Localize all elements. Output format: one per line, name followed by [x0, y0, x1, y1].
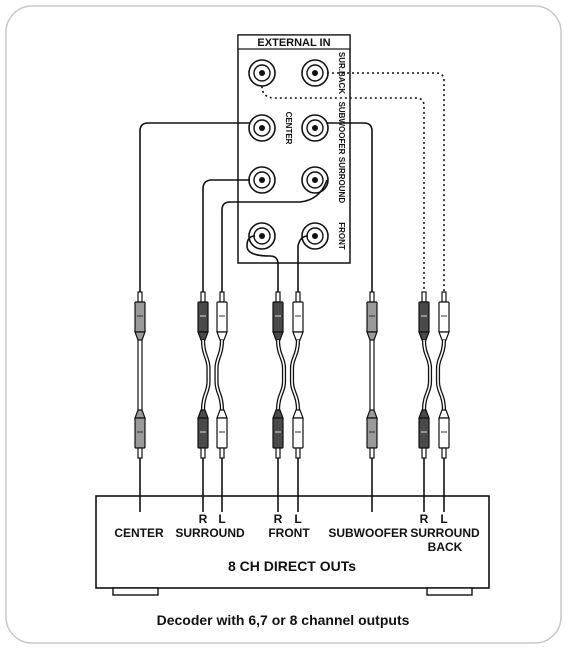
surround-cable-l-top-plug-body [216, 301, 228, 333]
jack-surback-l[interactable] [301, 59, 329, 87]
jack-front-l[interactable] [301, 222, 329, 250]
front-cable-l-bottom-plug-body [292, 417, 304, 449]
group-center-label: CENTER [114, 526, 164, 540]
decoder-foot-right [426, 587, 473, 596]
front-cable-l-cable-fill [291, 339, 299, 411]
wire-front-r [246, 235, 279, 292]
caption: Decoder with 6,7 or 8 channel outputs [157, 612, 410, 628]
front-cable-r-top-plug-body [272, 301, 284, 333]
surround-cable-r-bottom-plug-tip [200, 447, 206, 459]
surback-cable-r-cable-fill [423, 339, 431, 411]
front-cable-l-top-plug-body [292, 301, 304, 333]
center-cable-bottom-plug-tip [137, 447, 143, 459]
center-cable-top-plug-tip [137, 291, 143, 303]
surback-cable-l-top-plug-tip [441, 291, 447, 303]
surback-l-label: L [440, 512, 447, 526]
jack-surround-l[interactable] [301, 166, 329, 194]
surback-cable-r-bottom-plug-body [418, 417, 430, 449]
subwoofer-cable-bottom-plug-tip [369, 447, 375, 459]
surback-cable-l-bottom-plug-body [438, 417, 450, 449]
jack-surround-r[interactable] [248, 166, 276, 194]
surback-cable-r-top-plug-tip [421, 291, 427, 303]
wire-surback-r [261, 85, 425, 292]
label-surround: SURROUND [337, 157, 346, 203]
group-subwoofer-label: SUBWOOFER [328, 526, 408, 540]
output-stubs [139, 458, 445, 512]
panel-title: EXTERNAL IN [257, 37, 330, 49]
front-cable-r-top-plug-tip [275, 291, 281, 303]
surround-cable-l-cable-fill [215, 339, 223, 411]
surround-cable-r-top-plug-tip [200, 291, 206, 303]
wire-center [139, 122, 250, 292]
decoder-title: 8 CH DIRECT OUTs [228, 558, 356, 574]
center-cable-bottom-plug-body [134, 417, 146, 449]
label-surback: SUR.BACK [337, 52, 346, 94]
wire-surround-l [221, 179, 328, 292]
subwoofer-cable-top-plug-tip [369, 291, 375, 303]
center-cable-top-plug-body [134, 301, 146, 333]
jack-center[interactable] [248, 114, 276, 142]
front-cable-l-bottom-plug-tip [295, 447, 301, 459]
surround-cable-r-top-plug-body [197, 301, 209, 333]
panel-title-bar [237, 34, 351, 50]
subwoofer-cable-bottom-plug-body [366, 417, 378, 449]
wires [139, 72, 445, 292]
surround-cable-l-bottom-plug-body [216, 417, 228, 449]
subwoofer-cable-top-plug-body [366, 301, 378, 333]
cables [134, 291, 450, 459]
surback-cable-r-top-plug-body [418, 301, 430, 333]
surback-cable-l-cable-fill [437, 339, 445, 411]
group-front-label: FRONT [268, 526, 310, 540]
surround-cable-r-bottom-plug-body [197, 417, 209, 449]
label-center: CENTER [284, 112, 293, 145]
label-subwoofer: SUBWOOFER [337, 102, 346, 155]
surback-cable-l-bottom-plug-tip [441, 447, 447, 459]
front-cable-r-bottom-plug-tip [275, 447, 281, 459]
wire-surround-r [202, 179, 250, 292]
surback-cable-r-bottom-plug-tip [421, 447, 427, 459]
group-surround-label: SURROUND [175, 526, 245, 540]
wire-surback-l [327, 72, 445, 292]
front-cable-l-top-plug-tip [295, 291, 301, 303]
surround-l-label: L [218, 512, 225, 526]
surback-cable-l-top-plug-body [438, 301, 450, 333]
group-surback-sub-label: BACK [428, 540, 463, 554]
group-surback-label: SURROUND [410, 526, 480, 540]
wire-front-l [297, 235, 309, 292]
jack-front-r[interactable] [248, 222, 276, 250]
surround-cable-l-bottom-plug-tip [219, 447, 225, 459]
front-cable-r-bottom-plug-body [272, 417, 284, 449]
decoder-foot-left [112, 587, 159, 596]
front-r-label: R [274, 512, 283, 526]
decoder-box: R L R L R L CENTER SURROUND FRONT SUBWOO… [95, 458, 490, 596]
surround-cable-r-cable-fill [202, 339, 210, 411]
label-front: FRONT [337, 222, 346, 250]
surround-cable-l-top-plug-tip [219, 291, 225, 303]
surback-r-label: R [420, 512, 429, 526]
front-l-label: L [294, 512, 301, 526]
front-cable-r-cable-fill [277, 339, 285, 411]
surround-r-label: R [199, 512, 208, 526]
wire-subwoofer [327, 122, 373, 292]
external-in-panel: EXTERNAL IN SUR.BACK CENTER SUBWOOFER [237, 34, 351, 264]
jack-subwoofer[interactable] [301, 114, 329, 142]
jack-surback-r[interactable] [248, 59, 276, 87]
